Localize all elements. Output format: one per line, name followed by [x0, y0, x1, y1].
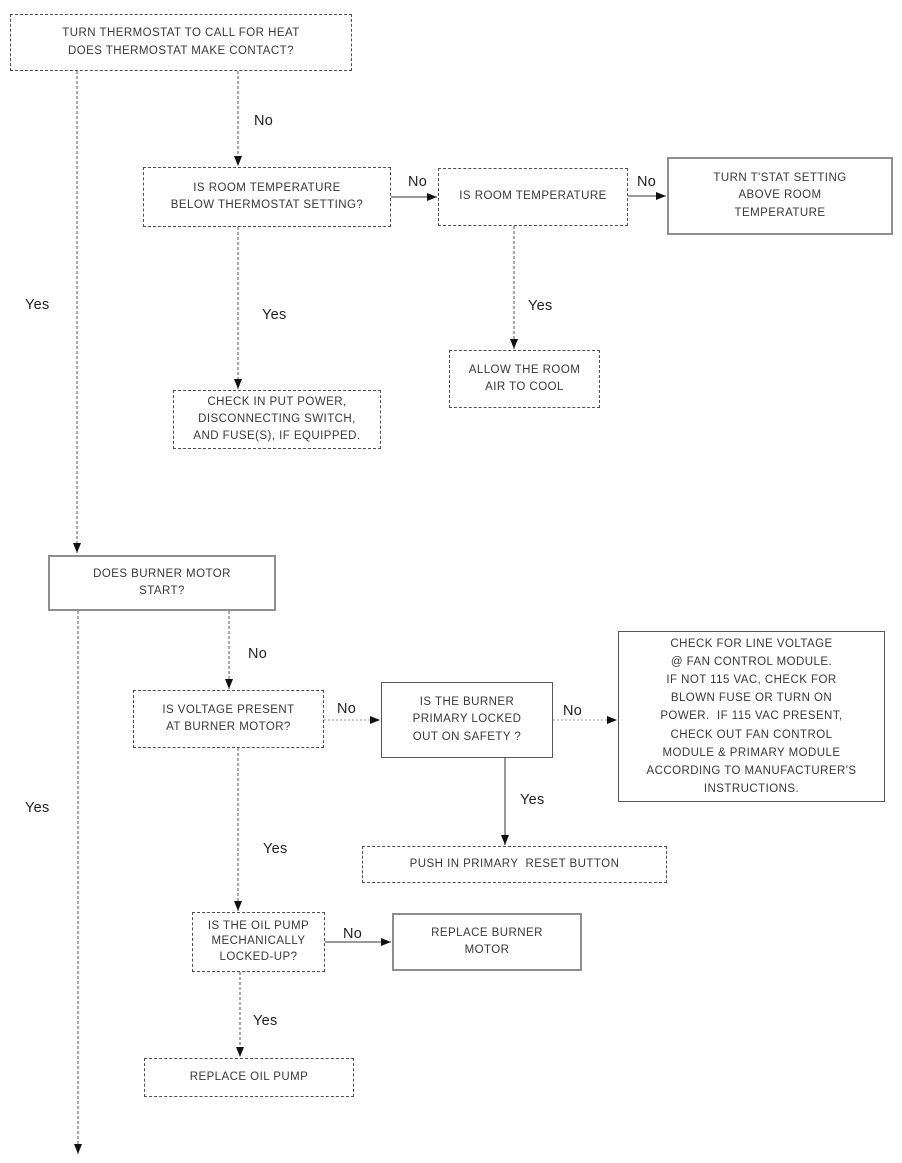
node-text-line: INSTRUCTIONS. [703, 783, 800, 796]
edge-label-yes: Yes [263, 841, 288, 857]
node-text-line: OUT ON SAFETY ? [412, 730, 522, 743]
edge-label-no: No [254, 113, 274, 129]
node-is-room-temp-below: IS ROOM TEMPERATURE BELOW THERMOSTAT SET… [143, 167, 391, 227]
node-text-line: MOTOR [464, 944, 510, 956]
node-text-line: CHECK IN PUT POWER, [207, 395, 347, 408]
node-text-line: TEMPERATURE [734, 206, 826, 219]
node-text-line: TURN THERMOSTAT TO CALL FOR HEAT [62, 27, 300, 40]
node-text-line: REPLACE OIL PUMP [189, 1070, 309, 1083]
node-text-line: MECHANICALLY [211, 935, 306, 948]
node-text-line: IS VOLTAGE PRESENT [162, 703, 295, 716]
node-text-line: IS ROOM TEMPERATURE [193, 181, 341, 194]
node-text-line: CHECK FOR LINE VOLTAGE [670, 637, 833, 650]
node-text-line: IS THE BURNER [419, 696, 515, 709]
node-is-burner-primary-locked: IS THE BURNER PRIMARY LOCKED OUT ON SAFE… [381, 682, 553, 758]
node-is-room-temp: IS ROOM TEMPERATURE [438, 168, 628, 226]
node-text-line: PRIMARY LOCKED [412, 713, 522, 726]
edge-label-no: No [248, 646, 268, 662]
node-text-line: DOES THERMOSTAT MAKE CONTACT? [67, 44, 295, 57]
node-text-line: START? [139, 585, 185, 597]
node-text-line: AT BURNER MOTOR? [166, 721, 291, 733]
node-text-line: @ FAN CONTROL MODULE. [670, 655, 833, 668]
node-text-line: IS ROOM TEMPERATURE [459, 190, 607, 203]
node-replace-oil-pump: REPLACE OIL PUMP [144, 1058, 354, 1097]
node-check-line-voltage: CHECK FOR LINE VOLTAGE @ FAN CONTROL MOD… [618, 631, 885, 802]
node-text-line: ALLOW THE ROOM [468, 363, 581, 376]
edge-label-yes: Yes [520, 792, 545, 808]
node-text-line: BELOW THERMOSTAT SETTING? [170, 199, 364, 211]
node-text-line: AND FUSE(S), IF EQUIPPED. [193, 430, 361, 443]
edge-label-no: No [637, 174, 657, 190]
node-text-line: ACCORDING TO MANUFACTURER'S [646, 764, 857, 777]
edge-label-yes: Yes [528, 298, 553, 314]
node-turn-thermostat: TURN THERMOSTAT TO CALL FOR HEAT DOES TH… [10, 14, 352, 71]
node-text-line: CHECK OUT FAN CONTROL [670, 728, 833, 741]
node-text-line: PUSH IN PRIMARY RESET BUTTON [409, 857, 620, 870]
node-text-line: DOES BURNER MOTOR [93, 567, 231, 580]
edge-label-yes: Yes [25, 297, 50, 313]
node-text-line: IF NOT 115 VAC, CHECK FOR [666, 674, 837, 687]
node-text-line: LOCKED-UP? [219, 950, 298, 963]
node-text-line: ABOVE ROOM [738, 189, 822, 202]
node-does-burner-motor-start: DOES BURNER MOTOR START? [48, 555, 276, 611]
edge-label-no: No [408, 174, 428, 190]
node-text-line: BLOWN FUSE OR TURN ON [670, 692, 833, 705]
edge-label-no: No [343, 926, 363, 942]
edge-label-yes: Yes [25, 800, 50, 816]
node-text-line: IS THE OIL PUMP [207, 919, 310, 932]
node-replace-burner-motor: REPLACE BURNER MOTOR [392, 913, 582, 971]
node-allow-room-air: ALLOW THE ROOM AIR TO COOL [449, 350, 600, 408]
edge-label-no: No [337, 701, 357, 717]
node-turn-tstat-setting: TURN T'STAT SETTING ABOVE ROOM TEMPERATU… [667, 157, 893, 235]
node-text-line: POWER. IF 115 VAC PRESENT, [660, 710, 843, 723]
node-text-line: REPLACE BURNER [431, 926, 543, 939]
node-text-line: AIR TO COOL [485, 381, 564, 393]
node-check-input-power: CHECK IN PUT POWER, DISCONNECTING SWITCH… [173, 390, 381, 449]
node-is-oil-pump-locked: IS THE OIL PUMP MECHANICALLY LOCKED-UP? [192, 912, 325, 972]
edge-label-yes: Yes [262, 307, 287, 323]
node-text-line: MODULE & PRIMARY MODULE [662, 746, 841, 759]
node-text-line: TURN T'STAT SETTING [713, 172, 847, 185]
edge-label-yes: Yes [253, 1013, 278, 1029]
edge-label-no: No [563, 703, 583, 719]
node-is-voltage-present: IS VOLTAGE PRESENT AT BURNER MOTOR? [133, 690, 324, 748]
node-text-line: DISCONNECTING SWITCH, [198, 412, 356, 425]
node-push-reset: PUSH IN PRIMARY RESET BUTTON [362, 846, 667, 883]
